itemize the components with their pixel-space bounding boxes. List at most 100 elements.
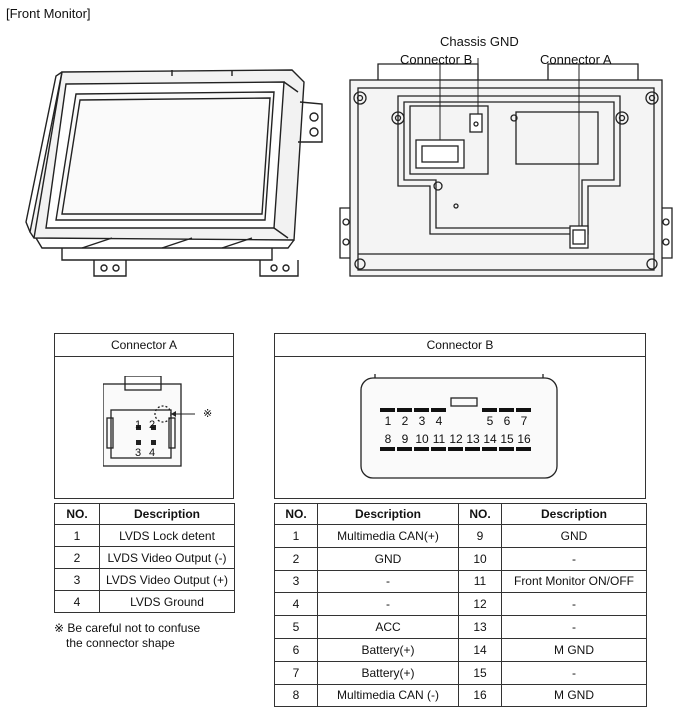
connector-b-face-illustration xyxy=(360,374,558,479)
pin-label: 12 xyxy=(449,432,463,446)
pin-description: LVDS Lock detent xyxy=(99,524,235,547)
pin-bar xyxy=(397,408,412,412)
pin-bar xyxy=(499,408,514,412)
pin-bar xyxy=(414,447,429,451)
pin-number: 14 xyxy=(458,637,502,662)
pin-number: 1 xyxy=(54,524,100,547)
pin-description: - xyxy=(501,592,647,617)
pin-number: 3 xyxy=(54,568,100,591)
pin-description: LVDS Ground xyxy=(99,590,235,613)
connector-a-pin-2: 2 xyxy=(149,419,156,431)
pin-description: - xyxy=(501,546,647,571)
pin-number: 9 xyxy=(458,524,502,548)
pin-number: 5 xyxy=(274,615,318,639)
pin-description: - xyxy=(501,615,647,639)
pin-bar xyxy=(465,447,480,451)
page-title: [Front Monitor] xyxy=(6,6,91,21)
pin-label: 8 xyxy=(384,432,392,446)
chassis-gnd-callout: Chassis GND xyxy=(440,34,519,49)
connector-b-callout: Connector B xyxy=(400,52,473,67)
pin-bar xyxy=(431,447,446,451)
pin-bar xyxy=(482,447,497,451)
pin-bar xyxy=(482,408,497,412)
pin-bar xyxy=(397,447,412,451)
pin-description: - xyxy=(317,592,459,617)
connector-a-pin-1: 1 xyxy=(135,419,142,431)
pin-label: 9 xyxy=(401,432,409,446)
pin-number: 8 xyxy=(274,683,318,708)
pin-label: 4 xyxy=(435,414,443,428)
pin-number: 16 xyxy=(458,683,502,708)
connector-a-callout: Connector A xyxy=(540,52,612,67)
connector-a-panel: Connector A 1 2 3 4 ※ xyxy=(54,333,234,499)
connector-b-header-desc-1: Description xyxy=(317,503,459,525)
pin-bar xyxy=(499,447,514,451)
pin-description: GND xyxy=(317,546,459,571)
pin-number: 6 xyxy=(274,637,318,662)
pin-label: 3 xyxy=(418,414,426,428)
pin-bar xyxy=(414,408,429,412)
pin-number: 13 xyxy=(458,615,502,639)
pin-label: 13 xyxy=(466,432,480,446)
monitor-front-illustration xyxy=(25,69,323,277)
pin-description: Multimedia CAN(+) xyxy=(317,524,459,548)
connector-a-pin-3: 3 xyxy=(135,447,142,459)
pin-label: 16 xyxy=(517,432,531,446)
pin-number: 11 xyxy=(458,569,502,594)
pin-description: - xyxy=(501,660,647,685)
pin-description: Multimedia CAN (-) xyxy=(317,683,459,708)
connector-a-symbol: ※ xyxy=(203,408,213,420)
connector-b-header-no-2: NO. xyxy=(458,503,502,525)
connector-b-title: Connector B xyxy=(275,334,645,357)
pin-label: 15 xyxy=(500,432,514,446)
connector-a-note-line1: ※ Be careful not to confuse xyxy=(54,621,201,635)
pin-bar xyxy=(516,408,531,412)
pin-bar xyxy=(448,447,463,451)
pin-number: 4 xyxy=(54,590,100,613)
connector-a-face-illustration xyxy=(103,376,195,467)
table-row: 4-12- xyxy=(274,592,647,617)
pin-description: GND xyxy=(501,524,647,548)
pin-description: M GND xyxy=(501,637,647,662)
pin-description: ACC xyxy=(317,615,459,639)
pin-number: 7 xyxy=(274,660,318,685)
pin-number: 4 xyxy=(274,592,318,617)
pin-label: 7 xyxy=(520,414,528,428)
pin-label: 14 xyxy=(483,432,497,446)
pin-number: 2 xyxy=(54,546,100,569)
pin-bar xyxy=(431,408,446,412)
pin-label: 5 xyxy=(486,414,494,428)
pin-bar xyxy=(380,408,395,412)
connector-a-header-no: NO. xyxy=(54,503,100,525)
connector-b-header-desc-2: Description xyxy=(501,503,647,525)
connector-a-pin-4: 4 xyxy=(149,447,156,459)
pin-bar xyxy=(516,447,531,451)
pin-description: Battery(+) xyxy=(317,660,459,685)
pin-label: 6 xyxy=(503,414,511,428)
connector-a-note-line2: the connector shape xyxy=(66,636,175,650)
pin-label: 1 xyxy=(384,414,392,428)
pin-description: Front Monitor ON/OFF xyxy=(501,569,647,594)
pin-description: LVDS Video Output (-) xyxy=(99,546,235,569)
pin-number: 1 xyxy=(274,524,318,548)
pin-number: 2 xyxy=(274,546,318,571)
connector-a-header-desc: Description xyxy=(99,503,235,525)
pin-label: 10 xyxy=(415,432,429,446)
pin-bar xyxy=(380,447,395,451)
pin-description: - xyxy=(317,569,459,594)
pin-description: Battery(+) xyxy=(317,637,459,662)
connector-a-title: Connector A xyxy=(55,334,233,357)
